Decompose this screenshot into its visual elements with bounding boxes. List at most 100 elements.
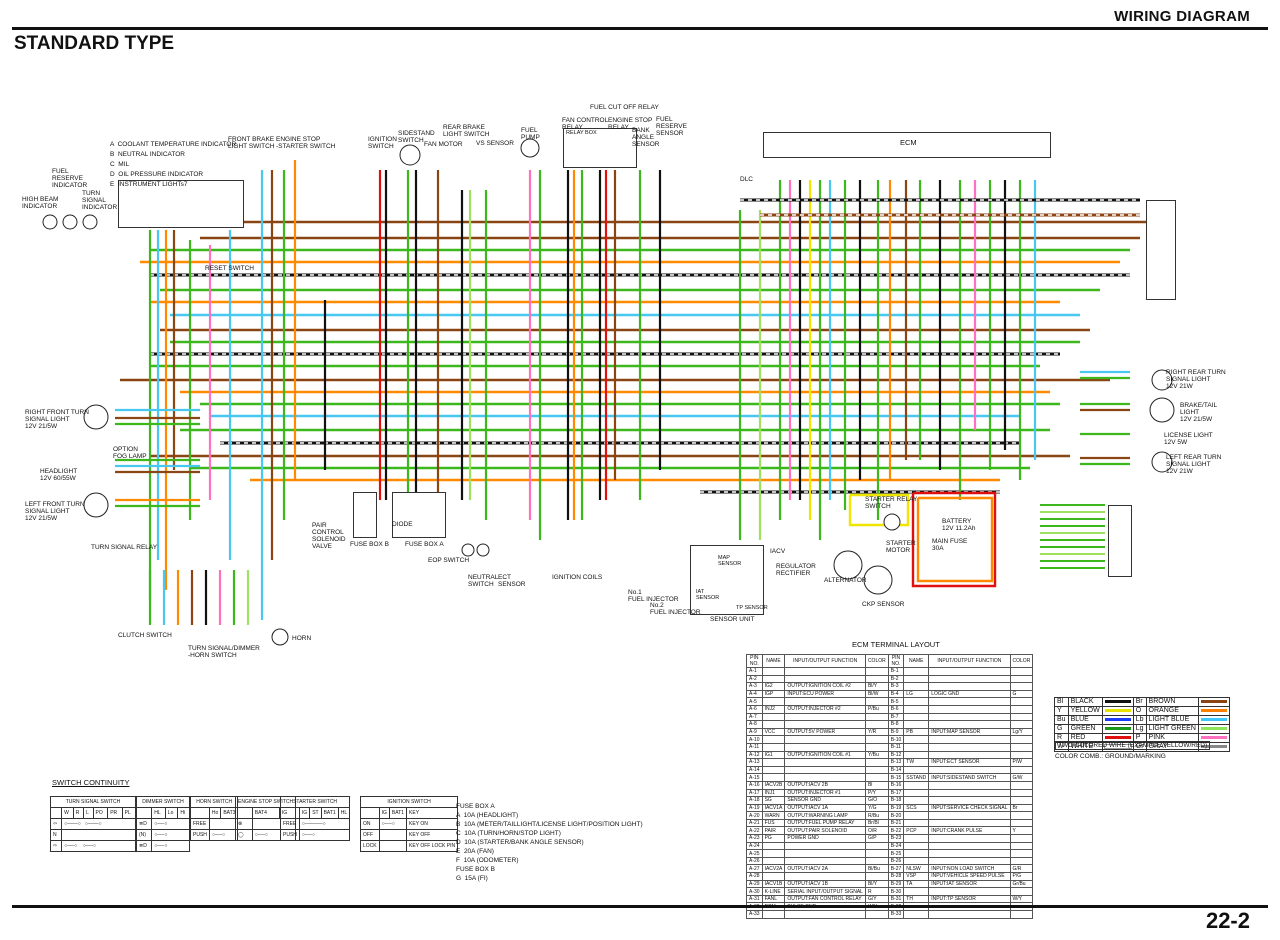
section-title: WIRING DIAGRAM (1114, 8, 1250, 25)
left-front-turn-label: LEFT FRONT TURN SIGNAL LIGHT 12V 21/5W (25, 501, 85, 522)
ecm-table-header: INPUT/OUTPUT FUNCTION (784, 654, 866, 668)
diode-label: DIODE (392, 521, 413, 528)
ecm-connector-right (1146, 200, 1176, 300)
fuel-cut-off-relay-label: FUEL CUT OFF RELAY (590, 104, 659, 111)
eop-switch-label: EOP SWITCH (428, 557, 470, 564)
engine-stop-relay-label: ENGINE STOP RELAY (608, 117, 653, 131)
no1-injector-label: No.1 FUEL INJECTOR (628, 589, 679, 603)
starter-relay-label: STARTER RELAY SWITCH (865, 496, 918, 510)
engine-stop-switch-label: ENGINE STOP -STARTER SWITCH (276, 136, 336, 150)
fan-motor-label: FAN MOTOR (424, 141, 463, 148)
tp-sensor-label: TP SENSOR (736, 605, 768, 611)
alternator-label: ALTERNATOR (824, 577, 867, 584)
front-brake-switch-label: FRONT BRAKE LIGHT SWITCH (228, 136, 275, 150)
ecm-table-header: PIN NO. (746, 654, 763, 668)
bank-angle-sensor-label: BANK ANGLE SENSOR (632, 127, 660, 148)
turn-indicator-bulb-icon (82, 214, 98, 230)
fuse-box-b-label: FUSE BOX B (350, 541, 390, 548)
brake-tail-label: BRAKE/TAIL LIGHT 12V 21/5W (1180, 402, 1218, 423)
clutch-switch-label: CLUTCH SWITCH (118, 632, 172, 639)
right-front-turn-label: RIGHT FRONT TURN SIGNAL LIGHT 12V 21/5W (25, 409, 89, 430)
ignition-switch-label: IGNITION SWITCH (368, 136, 397, 150)
instrument-cluster (118, 180, 244, 228)
legend-comb-note: COLOR COMB.: GROUND/MARKING (1055, 753, 1166, 760)
no2-injector-label: No.2 FUEL INJECTOR (650, 602, 701, 616)
ecm-table-header: COLOR (1009, 654, 1034, 668)
iat-sensor-label: IAT SENSOR (696, 589, 720, 601)
pair-valve-label: PAIR CONTROL SOLENOID VALVE (312, 522, 346, 550)
iacv-label: IACV (770, 548, 786, 555)
ecm-table-header: NAME (761, 654, 786, 668)
turn-signal-indicator-label: TURN SIGNAL INDICATOR (82, 190, 118, 211)
legend-two-color-note: TWO COLORED WIRE (EXAMPLE:YELLOW/RED) (1055, 741, 1211, 750)
ignition-coils-label: IGNITION COILS (552, 574, 603, 581)
fuse-box-a-label: FUSE BOX A (405, 541, 444, 548)
starter-motor-icon (883, 513, 901, 531)
regulator-label: REGULATOR RECTIFIER (776, 563, 816, 577)
fuel-reserve-indicator-label: FUEL RESERVE INDICATOR (52, 168, 88, 189)
sensor-unit-label: SENSOR UNIT (710, 616, 755, 623)
alternator-icon (833, 550, 863, 580)
ecm-table-header: COLOR (864, 654, 889, 668)
left-rear-turn-bulb-icon (1151, 451, 1173, 473)
neutral-switch-icon (476, 543, 490, 557)
starter-relay-loop (848, 493, 910, 527)
rear-brake-switch-label: REAR BRAKE LIGHT SWITCH (443, 124, 490, 138)
horn-label: HORN (292, 635, 312, 642)
fan-motor-icon (399, 144, 421, 166)
fuel-reserve-bulb-icon (62, 214, 78, 230)
option-fog-lamp-label: OPTION FOG LAMP (113, 446, 147, 460)
relay-box (563, 128, 637, 168)
ckp-sensor-icon (863, 565, 893, 595)
sensor-unit-box (690, 545, 764, 615)
dlc-label: DLC (740, 176, 754, 183)
right-rear-turn-label: RIGHT REAR TURN SIGNAL LIGHT 12V 21W (1166, 369, 1226, 390)
page-number: 22-2 (1205, 908, 1250, 933)
fuel-reserve-sensor-label: FUEL RESERVE SENSOR (656, 116, 687, 137)
fuel-pump-label: FUEL PUMP (521, 127, 540, 141)
right-rear-turn-bulb-icon (1151, 369, 1173, 391)
ecm-table-header: PIN NO. (887, 654, 905, 668)
turn-dimmer-horn-label: TURN SIGNAL/DIMMER -HORN SWITCH (188, 645, 260, 659)
ecm-table-header: NAME (903, 654, 930, 668)
right-front-turn-bulb-icon (83, 404, 109, 430)
bottom-rule (12, 905, 1268, 908)
headlight-label: HEADLIGHT 12V 60/55W (40, 468, 78, 482)
ecm-box (763, 132, 1051, 158)
license-light-label: LICENSE LIGHT 12V 5W (1164, 432, 1213, 446)
